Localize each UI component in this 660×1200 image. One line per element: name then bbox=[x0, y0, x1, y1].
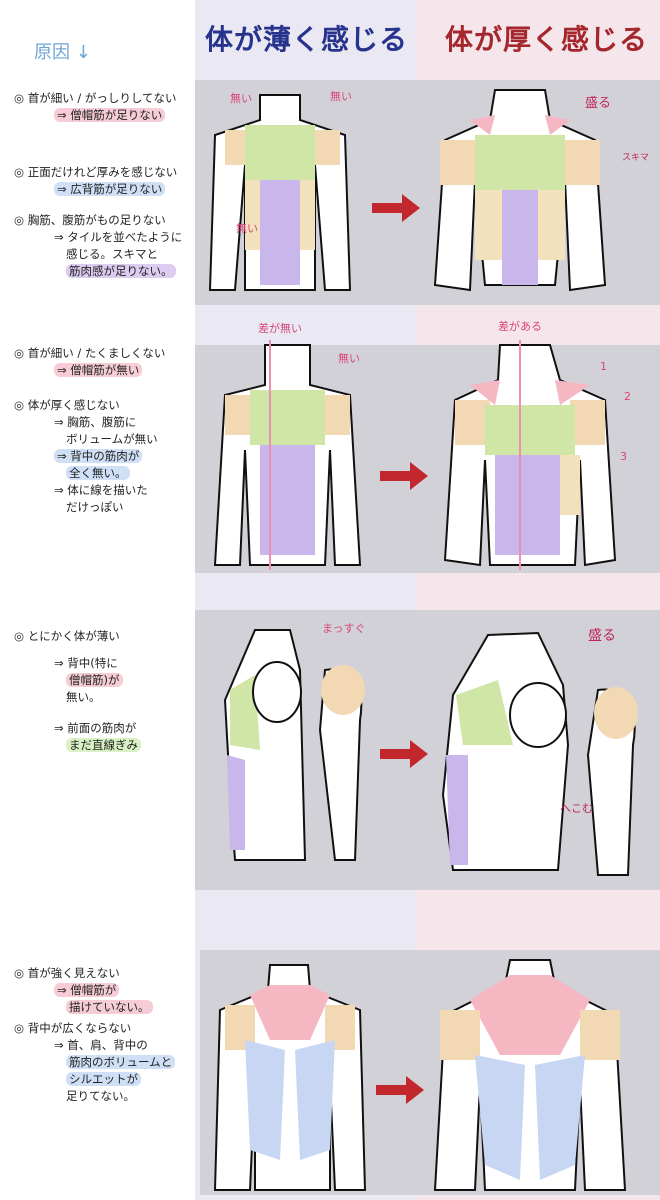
right-arrow-icon bbox=[380, 462, 428, 490]
note-line: ◎ とにかく体が薄い bbox=[14, 629, 120, 643]
thin-back-torso bbox=[213, 964, 367, 1191]
note-line: シルエットが bbox=[14, 1071, 194, 1088]
thick-heading: 体が厚く感じる bbox=[445, 23, 649, 56]
note-line: ⇒ 僧帽筋が無い bbox=[14, 362, 194, 379]
note-line: まだ直線ぎみ bbox=[14, 737, 194, 754]
note-line: 筋肉のボリュームと bbox=[14, 1054, 194, 1071]
annotation: 差が無い bbox=[258, 322, 302, 335]
note-line: ◎ 胸筋、腹筋がもの足りない bbox=[14, 213, 166, 227]
note-line: ◎ 首が細い / がっしりしてない bbox=[14, 91, 177, 105]
note-line: ⇒ 僧帽筋が足りない bbox=[14, 107, 194, 124]
thick-front-torso-1 bbox=[433, 89, 607, 292]
note-line: ⇒ 広背筋が足りない bbox=[14, 181, 194, 198]
annotation: 盛る bbox=[585, 96, 612, 111]
annotation: へこむ bbox=[560, 802, 593, 815]
thick-front-torso-2 bbox=[443, 340, 617, 570]
annotation: 盛る bbox=[588, 628, 616, 644]
thin-front-torso-1 bbox=[208, 94, 352, 291]
note-line: ◎ 首が強く見えない bbox=[14, 966, 120, 980]
note-line: ⇒ 前面の筋肉が bbox=[54, 721, 137, 735]
arrow-down-icon: ↓ bbox=[75, 42, 91, 63]
note-line: ⇒ 背中の筋肉が bbox=[14, 448, 194, 465]
thin-side-torso bbox=[223, 629, 365, 861]
note-line: 無い。 bbox=[66, 690, 101, 704]
annotation: 無い bbox=[230, 92, 252, 105]
annotation: 3 bbox=[620, 450, 627, 463]
note-line: 全く無い。 bbox=[14, 465, 194, 482]
note-line: ボリュームが無い bbox=[66, 432, 158, 446]
note-line: ◎ 体が厚く感じない bbox=[14, 398, 120, 412]
annotation: 無い bbox=[338, 352, 360, 365]
thick-side-torso bbox=[441, 631, 638, 876]
note-line: 筋肉感が足りない。 bbox=[14, 263, 194, 280]
note-line: ◎ 背中が広くならない bbox=[14, 1021, 132, 1035]
note-line: 描けていない。 bbox=[14, 999, 194, 1016]
annotation: 2 bbox=[624, 390, 631, 403]
section-4-notes: ◎ 首が強く見えない ⇒ 僧帽筋が 描けていない。 ◎ 背中が広くならない ⇒ … bbox=[14, 965, 194, 1105]
note-line: ⇒ 首、肩、背中の bbox=[54, 1038, 148, 1052]
section-3-notes: ◎ とにかく体が薄い ⇒ 背中(特に 僧帽筋)が 無い。 ⇒ 前面の筋肉が まだ… bbox=[14, 628, 194, 754]
note-line: 感じる。スキマと bbox=[66, 247, 158, 261]
section-2-notes: ◎ 首が細い / たくましくない ⇒ 僧帽筋が無い ◎ 体が厚く感じない ⇒ 胸… bbox=[14, 345, 194, 516]
annotation: 差がある bbox=[498, 320, 542, 333]
section-1-notes: ◎ 首が細い / がっしりしてない ⇒ 僧帽筋が足りない ◎ 正面だけれど厚みを… bbox=[14, 90, 194, 280]
note-line: 足りてない。 bbox=[66, 1089, 135, 1103]
note-line: ⇒ 僧帽筋が bbox=[14, 982, 194, 999]
note-line: 僧帽筋)が bbox=[14, 672, 194, 689]
thin-heading: 体が薄く感じる bbox=[205, 23, 409, 56]
note-line: ⇒ 背中(特に bbox=[54, 656, 118, 670]
note-line: ⇒ 胸筋、腹筋に bbox=[54, 415, 137, 429]
right-arrow-icon bbox=[372, 194, 420, 222]
annotation: 1 bbox=[600, 360, 607, 373]
cause-heading: 原因 ↓ bbox=[34, 42, 91, 63]
annotation: スキマ bbox=[622, 153, 650, 163]
note-line: ⇒ 体に線を描いた bbox=[54, 483, 148, 497]
note-line: ◎ 正面だけれど厚みを感じない bbox=[14, 165, 178, 179]
annotation: まっすぐ bbox=[322, 622, 366, 635]
right-arrow-icon bbox=[380, 740, 428, 768]
note-line: ⇒ タイルを並べたように bbox=[54, 230, 183, 244]
note-line: ◎ 首が細い / たくましくない bbox=[14, 346, 166, 360]
note-line: だけっぽい bbox=[66, 500, 124, 514]
annotation: 無い bbox=[330, 90, 352, 103]
thick-back-torso bbox=[433, 959, 627, 1191]
thin-front-torso-2 bbox=[213, 340, 362, 570]
annotation: 無い bbox=[236, 222, 258, 235]
right-arrow-icon bbox=[376, 1076, 424, 1104]
